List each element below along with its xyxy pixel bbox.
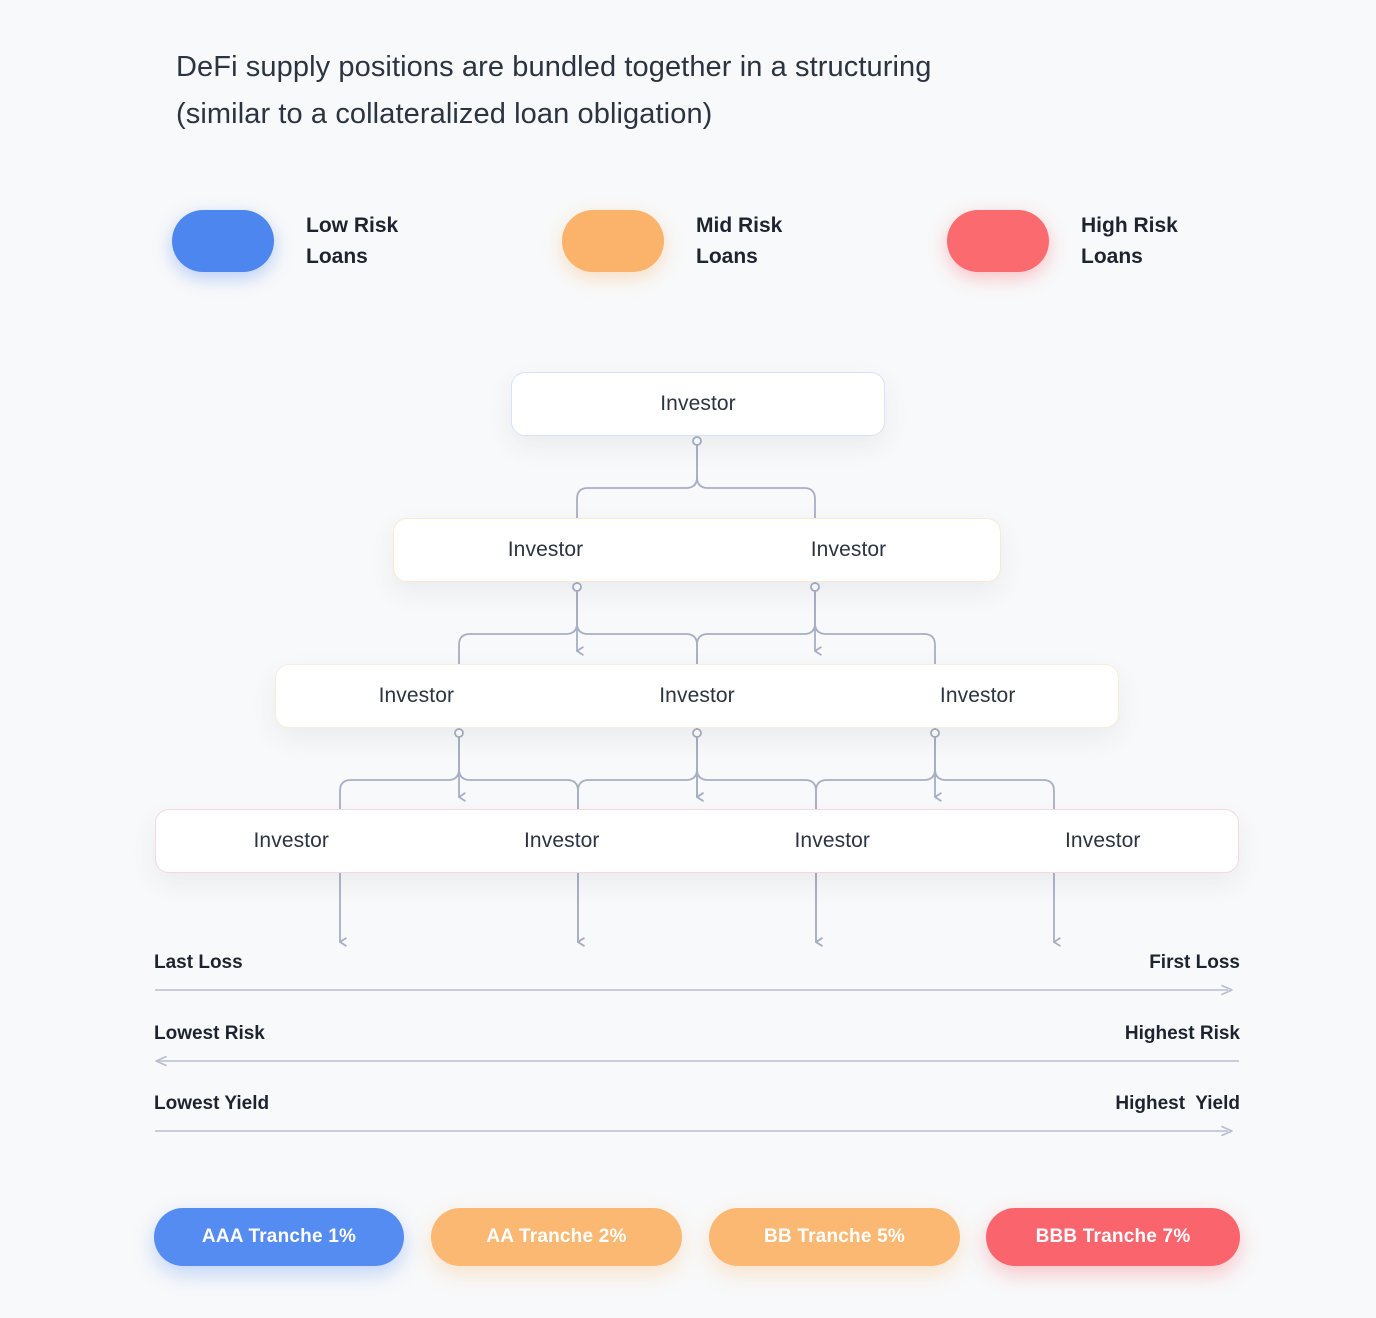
tree-node[interactable]: Investor — [1065, 829, 1141, 852]
tree-node[interactable]: Investor — [378, 684, 455, 707]
tranche-button-bbb[interactable]: BBB Tranche 7% — [986, 1208, 1240, 1266]
connector-dot — [572, 582, 582, 592]
tree-node[interactable]: Investor — [810, 538, 887, 561]
tree-node[interactable]: Investor — [524, 829, 600, 852]
tranche-button-group: AAA Tranche 1% AA Tranche 2% BB Tranche … — [154, 1208, 1240, 1266]
axis-line-yield — [155, 1125, 1233, 1137]
tranche-button-bb[interactable]: BB Tranche 5% — [709, 1208, 960, 1266]
legend-item-high-risk: High Risk Loans — [947, 210, 1178, 272]
connector-dot — [692, 436, 702, 446]
connector-dot — [810, 582, 820, 592]
axis-group: Last Loss First Loss Lowest Risk Highest… — [154, 952, 1240, 1142]
tree-row-2: Investor Investor Investor — [275, 664, 1119, 728]
tree-row-1: Investor Investor — [393, 518, 1001, 582]
axis-line-risk — [155, 1055, 1239, 1067]
tree-row-3: Investor Investor Investor Investor — [155, 809, 1239, 873]
axis-label-first-loss: First Loss — [1149, 952, 1240, 973]
page-title: DeFi supply positions are bundled togeth… — [176, 51, 932, 130]
axis-risk: Lowest Risk Highest Risk — [154, 1023, 1240, 1081]
tree-node[interactable]: Investor — [507, 538, 584, 561]
connector-dot — [930, 728, 940, 738]
tree-node[interactable]: Investor — [660, 392, 736, 415]
legend-item-low-risk: Low Risk Loans — [172, 210, 398, 272]
tree-row-0: Investor — [511, 372, 885, 436]
low-risk-pill-icon — [172, 210, 274, 272]
axis-label-lowest-yield: Lowest Yield — [154, 1093, 270, 1114]
tranche-button-aaa[interactable]: AAA Tranche 1% — [154, 1208, 404, 1266]
axis-loss: Last Loss First Loss — [154, 952, 1240, 1010]
arrow-right-icon — [1221, 1125, 1233, 1137]
legend-label-low-risk: Low Risk Loans — [306, 214, 399, 268]
tree-node[interactable]: Investor — [794, 829, 870, 852]
legend: Low Risk Loans Mid Risk Loans High Risk … — [172, 210, 1272, 280]
axis-label-highest-yield: Highest Yield — [1115, 1093, 1240, 1114]
legend-label-mid-risk: Mid Risk Loans — [696, 214, 783, 268]
legend-item-mid-risk: Mid Risk Loans — [562, 210, 782, 272]
mid-risk-pill-icon — [562, 210, 664, 272]
tree-node[interactable]: Investor — [939, 684, 1016, 707]
axis-label-lowest-risk: Lowest Risk — [154, 1023, 265, 1044]
arrow-right-icon — [1221, 984, 1233, 996]
axis-label-highest-risk: Highest Risk — [1124, 1023, 1240, 1044]
connector-dot — [692, 728, 702, 738]
tranche-button-aa[interactable]: AA Tranche 2% — [431, 1208, 682, 1266]
legend-label-high-risk: High Risk Loans — [1081, 214, 1178, 268]
connector-dot — [454, 728, 464, 738]
arrow-left-icon — [155, 1055, 167, 1067]
tree-node[interactable]: Investor — [253, 829, 329, 852]
tree-node[interactable]: Investor — [659, 684, 735, 707]
axis-label-last-loss: Last Loss — [154, 952, 243, 973]
axis-line-loss — [155, 984, 1233, 996]
high-risk-pill-icon — [947, 210, 1049, 272]
axis-yield: Lowest Yield Highest Yield — [154, 1093, 1240, 1151]
